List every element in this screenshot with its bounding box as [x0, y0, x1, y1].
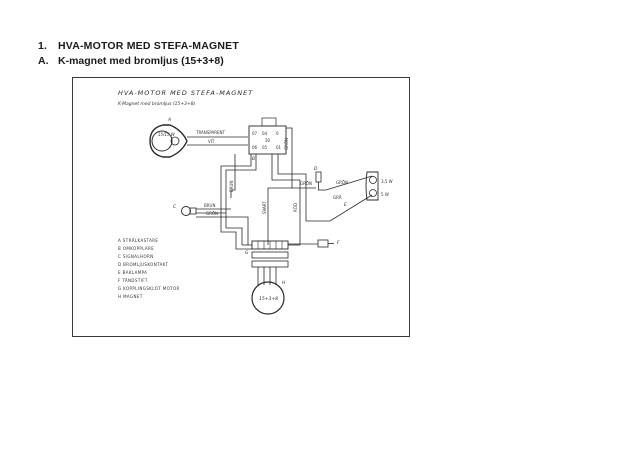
wire-label-grå-tail: GRÅ	[333, 195, 342, 200]
magnet: 15+3+8	[251, 281, 285, 315]
subsection-title: K-magnet med bromljus (15+3+8)	[58, 55, 224, 67]
taillamp-housing	[365, 171, 379, 201]
horn-body	[181, 206, 191, 216]
section-number: 1.	[38, 40, 48, 52]
taillamp-label: E	[344, 202, 347, 208]
wire-label-grön-tail: GRÖN	[336, 180, 348, 185]
legend-item-f: F TÄNDSTIFT	[118, 278, 148, 283]
diagram-title: HVA-MOTOR MED STEFA-MAGNET	[118, 89, 253, 97]
wire-label-grön-horn: GRÖN	[206, 211, 218, 216]
switch-label: B	[252, 156, 255, 162]
sparkplug-body	[317, 239, 329, 248]
legend-item-b: B OMKOPPLARE	[118, 246, 154, 251]
wire-label-svart-vertical: SVART	[262, 201, 267, 214]
taillamp-rating-upper: 3,5 W	[381, 179, 393, 184]
legend: A STRÅLKASTARE B OMKOPPLARE C SIGNALHORN…	[118, 238, 180, 299]
headlamp-body	[149, 124, 188, 158]
horn: C	[173, 204, 197, 216]
headlamp-rating: 15/15 W	[158, 132, 176, 137]
switch-top-lug	[261, 117, 277, 127]
brakeswitch-body	[315, 171, 322, 183]
wire-label-grön-vertical: GRÖN	[284, 138, 289, 150]
section-title: HVA-MOTOR MED STEFA-MAGNET	[58, 40, 239, 52]
switch-terminal-30: 30	[265, 138, 271, 143]
headlamp: A 15/15 W	[149, 117, 188, 158]
wire-join-1	[235, 245, 252, 250]
section-heading: 1. HVA-MOTOR MED STEFA-MAGNET	[38, 40, 239, 52]
headlamp-label: A	[167, 117, 171, 123]
wire-tail-lower	[306, 194, 373, 222]
taillamp-bulb-lower	[369, 189, 377, 197]
section-subheading: A. K-magnet med bromljus (15+3+8)	[38, 55, 224, 67]
tail-lamp: GRÖN GRÅ 3,5 W 5 W E	[306, 171, 393, 222]
wire-label-röd-vertical: RÖD	[293, 203, 298, 212]
legend-item-g: G KOPPLINGSKLOT MOTOR	[118, 286, 180, 291]
wire-label-vit: VIT	[208, 139, 215, 144]
wire-label-brun-vertical: BRUN	[229, 181, 234, 192]
taillamp-bulb-upper	[369, 176, 377, 184]
switch-terminal-01: 01	[276, 145, 282, 150]
headlamp-reflector	[151, 130, 173, 152]
wire-label-brun-horn: BRUN	[204, 203, 215, 208]
connector-low-strip	[251, 260, 289, 268]
legend-item-e: E BAKLAMPA	[118, 270, 147, 275]
light-switch: 07 04 0 30 06 05 01 B	[248, 117, 287, 162]
wire-switch-right	[271, 154, 301, 245]
switch-terminal-04: 04	[262, 131, 268, 136]
switch-terminal-05: 05	[262, 145, 268, 150]
connector-mid-strip	[251, 251, 289, 259]
wire-label-grön-brake: GRÖN	[300, 181, 312, 186]
headlamp-bulb	[170, 136, 180, 146]
switch-terminal-06: 06	[252, 145, 258, 150]
magnet-circle	[251, 281, 285, 315]
brake-light-switch: D	[314, 166, 322, 190]
spark-plug: F	[317, 239, 340, 248]
legend-item-a: A STRÅLKASTARE	[118, 238, 158, 243]
wire-switch-left2	[225, 154, 257, 245]
wire-label-transparent: TRANSPARENT	[195, 130, 226, 135]
magnet-label: H	[282, 280, 286, 286]
diagram-subtitle: K-Magnet med bromljus (15+3+8)	[118, 101, 196, 107]
wire-horn-3	[196, 216, 249, 245]
switch-terminal-07: 07	[252, 131, 258, 136]
sparkplug-label: F	[337, 240, 340, 246]
legend-item-h: H MAGNET	[118, 294, 143, 299]
legend-item-c: C SIGNALHORN	[118, 254, 154, 259]
switch-terminal-02: 0	[276, 131, 279, 136]
legend-item-d: D BROMLJUSKONTAKT	[118, 262, 168, 267]
wire-tail-upper	[325, 175, 373, 191]
brakeswitch-label: D	[314, 166, 318, 172]
horn-label: C	[173, 204, 177, 210]
wire-switch-left	[220, 154, 252, 245]
taillamp-rating-lower: 5 W	[381, 192, 389, 197]
subsection-letter: A.	[38, 55, 49, 67]
wire-switch-stub	[230, 154, 236, 198]
motor-label: G	[245, 250, 249, 256]
horn-connector	[189, 207, 197, 215]
magnet-text: 15+3+8	[259, 296, 278, 302]
wiring-diagram-frame	[72, 77, 410, 337]
